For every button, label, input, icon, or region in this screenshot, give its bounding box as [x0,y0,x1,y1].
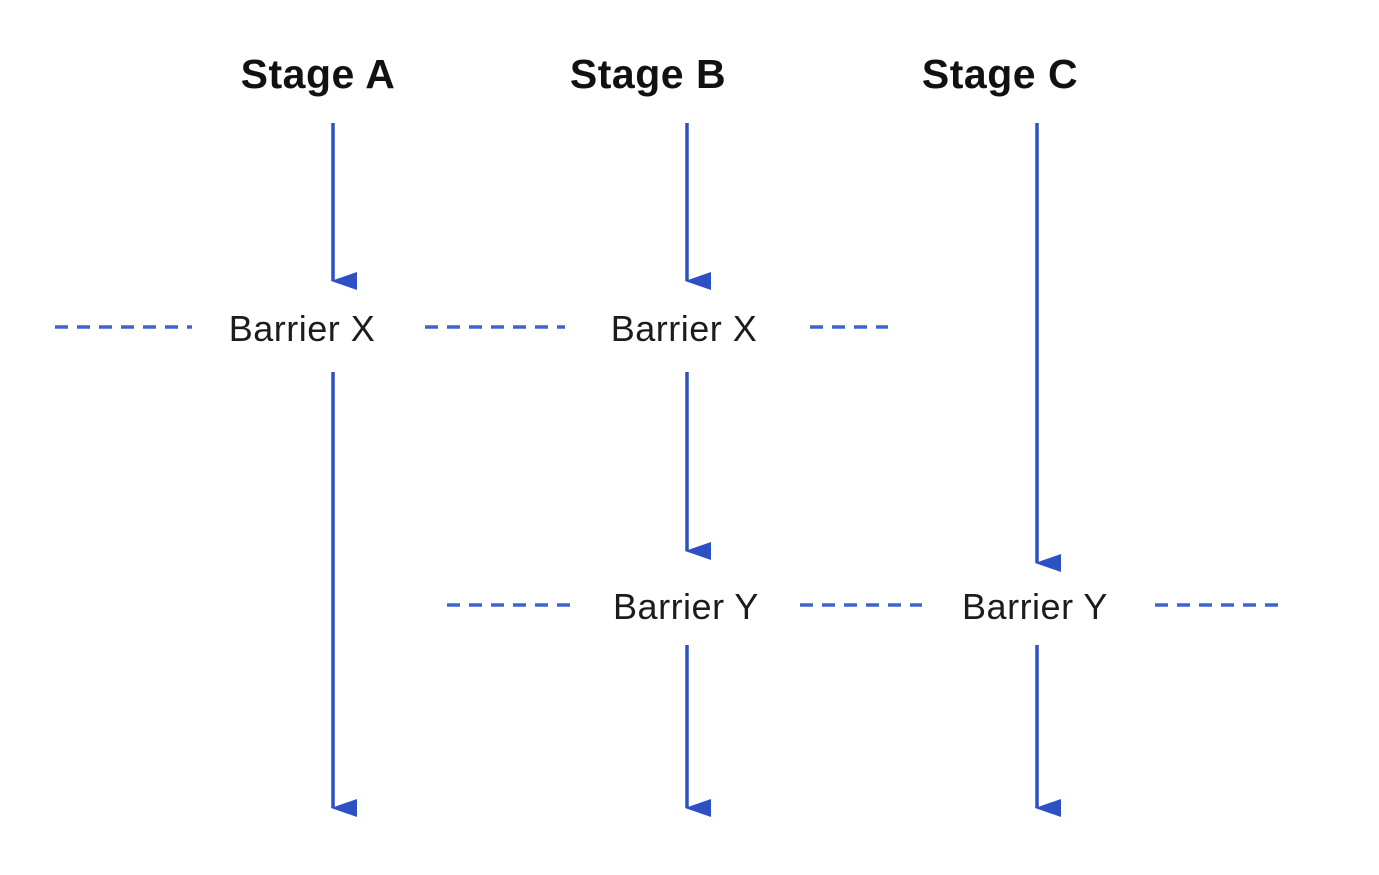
stage-a-label: Stage A [241,51,396,97]
stage-b-label: Stage B [570,51,726,97]
barrier-y-label-1: Barrier Y [613,586,759,627]
barrier-x-label-2: Barrier X [611,308,758,349]
barrier-x-label-1: Barrier X [229,308,376,349]
stage-c-label: Stage C [922,51,1078,97]
barrier-y-label-2: Barrier Y [962,586,1108,627]
